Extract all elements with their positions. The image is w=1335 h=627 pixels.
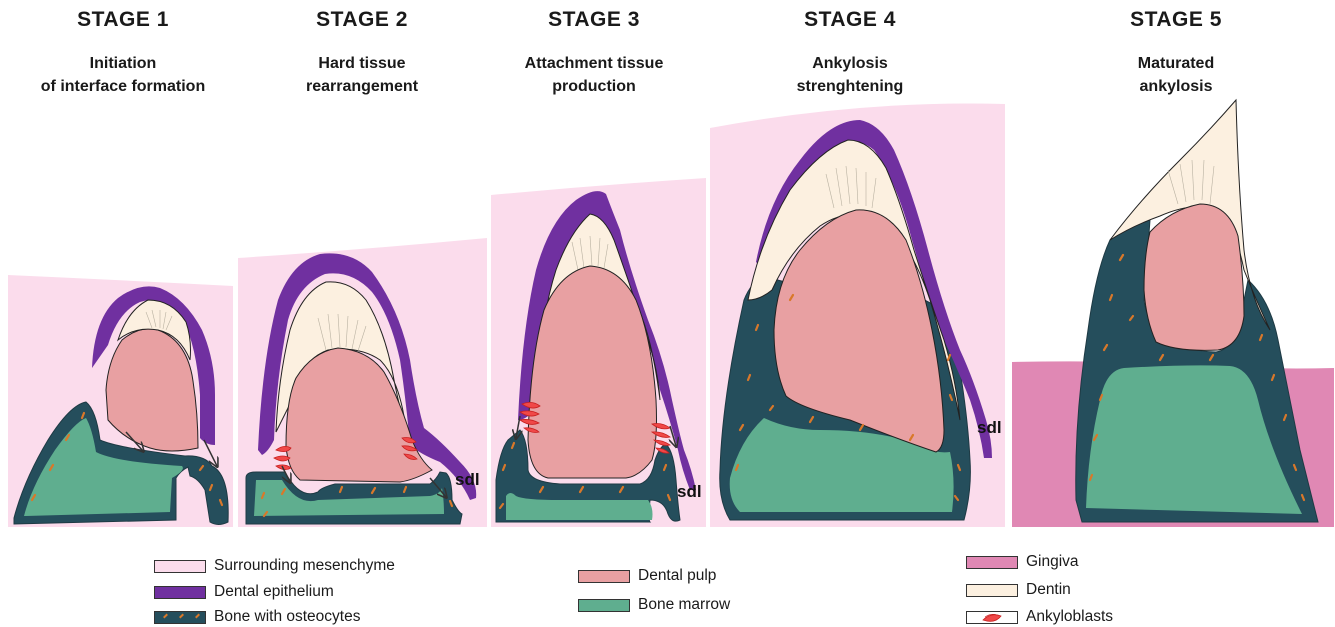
legend-label-bone: Bone with osteocytes [214,608,360,626]
stage-1-panel [8,275,233,527]
legend-label-marrow: Bone marrow [638,596,730,614]
legend-swatch-ankyloblasts [966,611,1018,624]
legend-label-dentin: Dentin [1026,581,1071,599]
ankyloblast-icon [981,612,1003,623]
legend-item-dentin: Dentin [966,580,1071,600]
stage-4-panel [710,104,1005,528]
stage-4-sdl-label: sdl [977,418,1002,438]
legend-osteocyte-mark [179,613,184,618]
legend-swatch-mesenchyme [154,560,206,573]
stage-2-panel [238,238,487,527]
legend-label-epithelium: Dental epithelium [214,583,334,601]
legend-item-mesenchyme: Surrounding mesenchyme [154,556,395,576]
stage-5-pulp [1144,204,1244,350]
legend-item-ankyloblasts: Ankyloblasts [966,607,1113,627]
legend-item-pulp: Dental pulp [578,566,716,586]
legend-osteocyte-mark [163,613,168,618]
legend-label-pulp: Dental pulp [638,567,716,585]
legend-swatch-gingiva [966,556,1018,569]
stage-3-sdl-label: sdl [677,482,702,502]
legend-swatch-pulp [578,570,630,583]
legend-item-gingiva: Gingiva [966,552,1079,572]
legend-item-marrow: Bone marrow [578,595,730,615]
legend-label-gingiva: Gingiva [1026,553,1079,571]
legend-item-bone: Bone with osteocytes [154,607,360,627]
legend-swatch-dentin [966,584,1018,597]
legend-label-mesenchyme: Surrounding mesenchyme [214,557,395,575]
legend-osteocyte-mark [195,613,200,618]
stage-5-panel [1012,100,1334,527]
legend-item-epithelium: Dental epithelium [154,582,334,602]
legend-swatch-epithelium [154,586,206,599]
stage-3-panel [491,178,706,527]
legend-swatch-marrow [578,599,630,612]
stage-2-sdl-label: sdl [455,470,480,490]
legend-label-ankyloblasts: Ankyloblasts [1026,608,1113,626]
legend-swatch-bone [154,611,206,624]
